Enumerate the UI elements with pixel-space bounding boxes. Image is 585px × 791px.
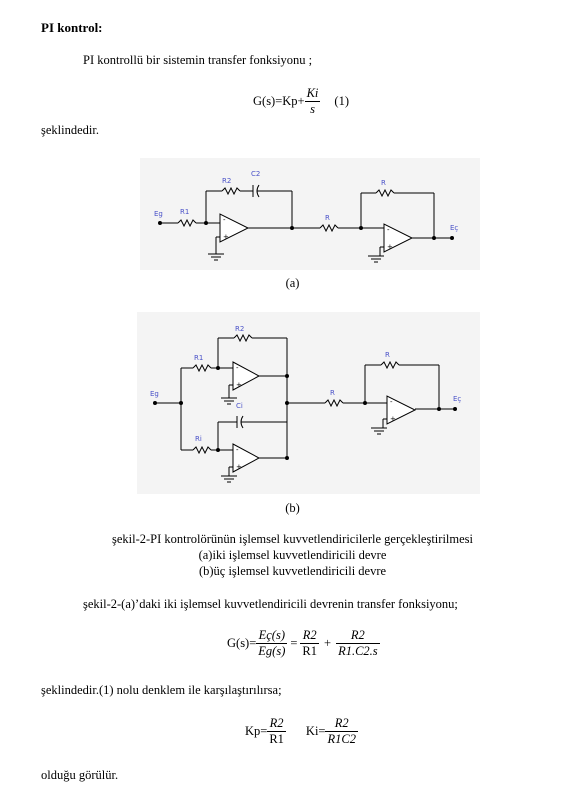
paragraph-seklindedir: şeklindedir.: [41, 123, 99, 137]
circuit-b-label-ec: Eç: [453, 395, 461, 403]
eq2-plus: +: [324, 636, 332, 650]
section-heading: PI kontrol:: [41, 20, 103, 35]
figure-caption-line1: şekil-2-PI kontrolörünün işlemsel kuvvet…: [111, 532, 474, 546]
paragraph-transfer-function: şekil-2-(a)’daki iki işlemsel kuvvetlend…: [83, 597, 458, 611]
eq2-fraction-3: R2 R1.C2.s: [336, 628, 380, 659]
circuit-a-label-c2: C2: [251, 170, 260, 178]
circuit-a-label-r1: R1: [180, 208, 189, 216]
eq3-ki-numerator: R2: [325, 716, 358, 732]
eq1-numerator: Ki: [304, 86, 321, 102]
eq2-f3-numerator: R2: [336, 628, 380, 644]
circuit-b-label-ci: Ci: [236, 402, 243, 410]
eq2-equals: =: [290, 636, 298, 650]
eq3-ki-fraction: R2 R1C2: [325, 716, 358, 747]
svg-text:-: -: [236, 446, 239, 454]
eq3-ki-lhs: Ki=: [305, 724, 326, 738]
circuit-a-diagram: - + - + Eg R1 R2 C2 R R Eç: [140, 158, 480, 270]
circuit-b-caption: (b): [285, 501, 300, 515]
circuit-b-label-eg: Eg: [150, 390, 159, 398]
circuit-b-label-r1: R1: [194, 354, 203, 362]
eq1-fraction: Ki s: [304, 86, 321, 117]
equation-2: G(s)= Eç(s) Eg(s) = R2 R1 + R2 R1.C2.s: [227, 628, 380, 659]
eq1-tag: (1): [334, 94, 349, 108]
intro-paragraph: PI kontrollü bir sistemin transfer fonks…: [83, 53, 313, 67]
circuit-a-label-r-fb: R: [381, 179, 386, 187]
svg-text:+: +: [390, 415, 396, 423]
eq2-f1-denominator: Eg(s): [258, 644, 286, 658]
circuit-b-label-ri: Ri: [195, 435, 202, 443]
svg-text:+: +: [236, 381, 242, 389]
circuit-a-caption: (a): [285, 276, 300, 290]
eq3-kp-fraction: R2 R1: [267, 716, 286, 747]
eq1-lhs: G(s)=Kp+: [253, 94, 305, 108]
eq3-kp-lhs: Kp=: [245, 724, 268, 738]
eq2-fraction-2: R2 R1: [300, 628, 320, 659]
equation-1: G(s)=Kp+ Ki s (1): [253, 86, 349, 117]
circuit-b-label-r-mid: R: [330, 389, 335, 397]
svg-text:-: -: [223, 216, 226, 224]
eq3-kp-numerator: R2: [267, 716, 286, 732]
circuit-a-label-r-mid: R: [325, 214, 330, 222]
eq3-ki-denominator: R1C2: [327, 732, 356, 746]
svg-text:-: -: [390, 398, 393, 406]
paragraph-comparison: şeklindedir.(1) nolu denklem ile karşıla…: [41, 683, 282, 697]
figure-caption-line3: (b)üç işlemsel kuvvetlendiricili devre: [198, 564, 387, 578]
eq3-kp-denominator: R1: [269, 732, 284, 746]
eq1-denominator: s: [310, 102, 315, 116]
eq2-f2-denominator: R1: [302, 644, 318, 658]
circuit-a-label-ec: Eç: [450, 224, 458, 232]
circuit-a-label-eg: Eg: [154, 210, 163, 218]
eq2-f3-denominator: R1.C2.s: [338, 644, 378, 658]
eq2-lhs: G(s)=: [227, 636, 257, 650]
circuit-a-label-r2: R2: [222, 177, 231, 185]
circuit-b-label-r2: R2: [235, 325, 244, 333]
svg-text:-: -: [236, 364, 239, 372]
circuit-b-label-r-fb: R: [385, 351, 390, 359]
eq2-f2-numerator: R2: [300, 628, 320, 644]
figure-caption-line2: (a)iki işlemsel kuvvetlendiricili devre: [198, 548, 387, 562]
svg-text:+: +: [236, 463, 242, 471]
circuit-b-diagram: - + - + - + Eg R1 R2 Ri Ci R R Eç: [137, 312, 480, 494]
equation-3: Kp= R2 R1 Ki= R2 R1C2: [245, 716, 358, 747]
closing-text: olduğu görülür.: [41, 768, 119, 782]
svg-text:+: +: [223, 233, 229, 241]
eq2-fraction-1: Eç(s) Eg(s): [256, 628, 288, 659]
eq2-f1-numerator: Eç(s): [256, 628, 288, 644]
svg-text:+: +: [387, 243, 393, 251]
svg-text:-: -: [387, 226, 390, 234]
